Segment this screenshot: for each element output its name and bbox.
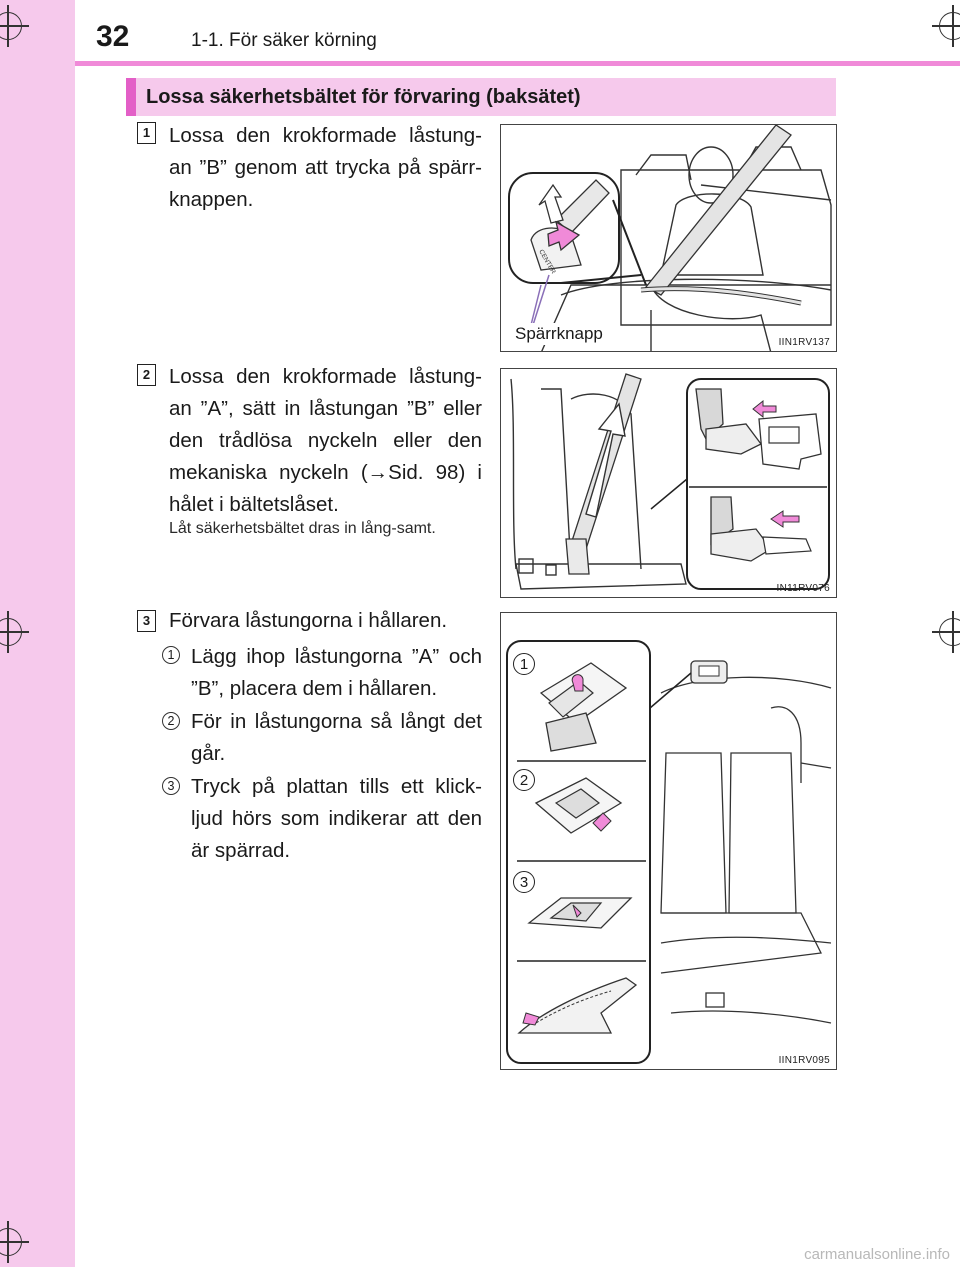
registration-mark-icon bbox=[932, 611, 960, 653]
figure-1-code: IIN1RV137 bbox=[778, 337, 830, 348]
figure-release-button: CENTER Spärrknapp IIN1RV137 bbox=[500, 124, 837, 352]
seat-belt-illustration: CENTER bbox=[508, 125, 832, 351]
inset-number-1: 1 bbox=[513, 653, 535, 675]
section-title-bar: Lossa säkerhetsbältet för förvaring (bak… bbox=[126, 78, 836, 116]
figure-3-code: IIN1RV095 bbox=[778, 1055, 830, 1066]
registration-mark-icon bbox=[0, 611, 29, 653]
section-title: Lossa säkerhetsbältet för förvaring (bak… bbox=[146, 86, 581, 108]
substep-2-text: För in låstungorna så långt det går. bbox=[191, 710, 482, 765]
substep-number-1: 1 bbox=[162, 646, 180, 664]
step-badge-1: 1 bbox=[137, 122, 156, 144]
step-badge-2: 2 bbox=[137, 364, 156, 386]
figure-store-tongues: 1 2 3 IIN1RV095 bbox=[500, 612, 837, 1070]
step-2-note: Låt säkerhetsbältet dras in lång-samt. bbox=[169, 520, 436, 537]
inset-number-2: 2 bbox=[513, 769, 535, 791]
inset-number-3: 3 bbox=[513, 871, 535, 893]
step-1-text: Lossa den krokformade låstung-an ”B” gen… bbox=[169, 124, 482, 211]
registration-mark-icon bbox=[0, 1221, 29, 1263]
section-breadcrumb: 1-1. För säker körning bbox=[191, 30, 377, 51]
step-badge-3: 3 bbox=[137, 610, 156, 632]
step-2-text: Lossa den krokformade låstung-an ”A”, sä… bbox=[169, 365, 482, 516]
page-number: 32 bbox=[96, 20, 130, 53]
registration-mark-icon bbox=[0, 5, 29, 47]
figure-2-code: IN11RV076 bbox=[776, 583, 830, 594]
watermark: carmanualsonline.info bbox=[804, 1246, 950, 1263]
header-rule bbox=[75, 61, 960, 66]
substep-number-3: 3 bbox=[162, 777, 180, 795]
figure-retract-belt: IN11RV076 bbox=[500, 368, 837, 598]
release-button-callout: Spärrknapp bbox=[511, 323, 607, 345]
substep-1-text: Lägg ihop låstungorna ”A” och ”B”, place… bbox=[191, 645, 482, 700]
belt-retract-illustration bbox=[510, 373, 830, 590]
step-3-text: Förvara låstungorna i hållaren. bbox=[169, 609, 448, 632]
substep-3-text: Tryck på plattan tills ett klick-ljud hö… bbox=[191, 775, 482, 862]
holder-illustration bbox=[506, 640, 832, 1064]
registration-mark-icon bbox=[932, 5, 960, 47]
substep-number-2: 2 bbox=[162, 712, 180, 730]
